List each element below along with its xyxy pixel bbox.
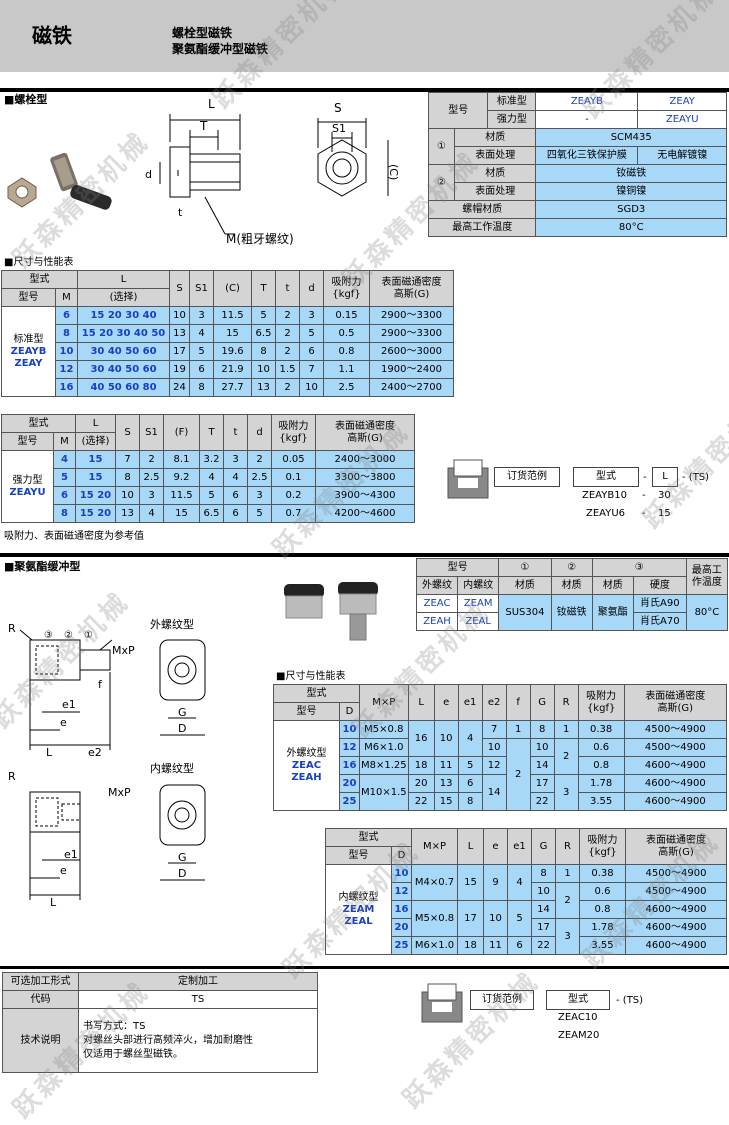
pu-diagram: R ③ ② ① MxP f e1 e L e2 外螺纹型 G D R MxP e… — [8, 617, 206, 909]
pu-int-side-view — [29, 791, 81, 900]
pu-ext-side-view — [19, 629, 113, 750]
pu-order-ex2: ZEAM20 — [558, 1030, 600, 1041]
bolt-dim-title: ■尺寸与性能表 — [4, 257, 74, 268]
divider-top — [0, 88, 729, 92]
pu-ext-table: 型式 M×P L e e1 e2 f G R 吸附力{kgf} 表面磁通密度高斯… — [273, 684, 728, 811]
order-sep: - — [643, 472, 647, 483]
dim-L-label: L — [208, 97, 215, 111]
pu-order-label: 订货范例 — [470, 990, 534, 1010]
pu-e2-label: e2 — [88, 746, 102, 759]
order-ex1-val: 30 — [658, 490, 671, 501]
pu-spec-table: 型号 ① ② ③ 最高工作温度 外螺纹 内螺纹 材质 材质 材质 硬度 ZEAC… — [415, 558, 729, 631]
dim-S1-label: S1 — [332, 122, 346, 135]
page-subtitle-bolt: 螺栓型磁铁 — [172, 26, 233, 40]
pu-D-label: D — [178, 722, 186, 735]
order-icon — [447, 459, 489, 499]
pu-e-label: e — [60, 716, 67, 729]
pu-order-form: 型式 — [546, 990, 610, 1010]
page-subtitle-pu: 聚氨酯缓冲型磁铁 — [172, 42, 269, 56]
pu-order-ts: - (TS) — [616, 995, 644, 1006]
order-ex2-model: ZEAYU6 — [586, 508, 626, 519]
bolt-photo — [7, 152, 112, 210]
order-form-box: 型式 — [573, 467, 639, 487]
bolt-reference-note: 吸附力、表面磁通密度为参考值 — [4, 531, 144, 542]
pu-G-label: G — [178, 706, 187, 719]
pu-dim-title: ■尺寸与性能表 — [276, 671, 346, 682]
bolt-section-title: ■螺栓型 — [4, 93, 48, 106]
pu-temp-h2: 作温度 — [691, 576, 722, 588]
pu-ext-front-view — [159, 639, 206, 736]
page-title: 磁铁 — [32, 23, 72, 48]
pu-MxP-label: MxP — [112, 644, 135, 657]
pu-L-label: L — [46, 746, 53, 759]
pu-int-MxP-label: MxP — [108, 786, 131, 799]
pu-photo — [284, 582, 378, 641]
pu-section-title: ■聚氨酯缓冲型 — [4, 560, 81, 573]
dim-d-label: d — [145, 168, 152, 181]
pu-int-e1-label: e1 — [64, 848, 78, 861]
pu-int-front-view — [159, 784, 206, 881]
divider-mid — [0, 553, 729, 557]
pu-e1-label: e1 — [62, 698, 76, 711]
watermark: 跃森精密机械 — [637, 386, 729, 535]
dim-t-label: t — [178, 206, 183, 219]
pu-c3-label: ③ — [44, 630, 53, 641]
dim-C-label: (C) — [387, 164, 400, 180]
pu-order-icon — [421, 983, 463, 1023]
bolt-spec-table: 型号 标准型 ZEAYB ZEAY 强力型 - ZEAYU ① 材质 SCM43… — [427, 92, 727, 237]
pu-order-ex1: ZEAC10 — [558, 1012, 598, 1023]
order-ts: - (TS) — [682, 472, 710, 483]
pu-int-table: 型式 M×P L e e1 G R 吸附力{kgf} 表面磁通密度高斯(G) 型… — [325, 828, 727, 955]
order-L-box: L — [652, 467, 678, 487]
dim-M-label: M(粗牙螺纹) — [226, 232, 294, 246]
watermark: 跃森精密机械 — [397, 966, 547, 1115]
pu-c2-label: ② — [64, 630, 73, 641]
pu-int-label: 内螺纹型 — [150, 761, 194, 775]
pu-ext-label: 外螺纹型 — [150, 617, 194, 631]
order-ex1-model: ZEAYB10 — [582, 490, 627, 501]
bolt-diagram: L T d t M(粗牙螺纹) S S1 (C) — [7, 97, 400, 246]
order-ex2-val: 15 — [658, 508, 671, 519]
pu-int-G-label: G — [178, 851, 187, 864]
pu-int-e-label: e — [60, 864, 67, 877]
dim-S-label: S — [334, 101, 342, 115]
pu-R-label: R — [8, 622, 16, 635]
bolt-front-view — [317, 118, 389, 197]
bolt-side-view — [159, 114, 241, 235]
divider-bottom — [0, 966, 729, 969]
pu-temp-h1: 最高工 — [691, 564, 722, 576]
pu-c1-label: ① — [84, 630, 93, 641]
dim-T-label: T — [199, 119, 208, 133]
page-header: 磁铁 螺栓型磁铁 聚氨酯缓冲型磁铁 — [0, 0, 729, 72]
pu-int-D-label: D — [178, 867, 186, 880]
pu-f-label: f — [98, 678, 103, 691]
order-ex2-dash: - — [642, 508, 646, 519]
pu-int-L-label: L — [50, 896, 57, 909]
pu-int-R-label: R — [8, 770, 16, 783]
order-example-label: 订货范例 — [494, 467, 560, 487]
order-ex1-dash: - — [642, 490, 646, 501]
